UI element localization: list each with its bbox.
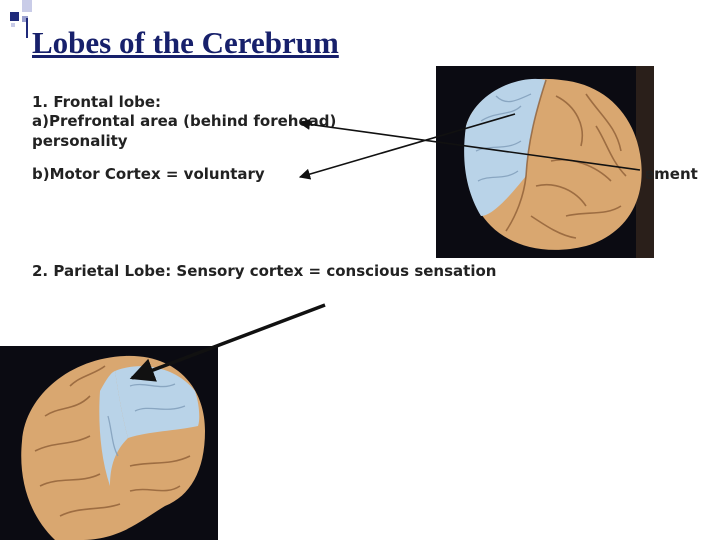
- decorative-square: [10, 12, 19, 21]
- decorative-square: [11, 23, 15, 27]
- frontal-lobe-heading: 1. Frontal lobe:: [32, 93, 162, 111]
- decorative-square: [22, 0, 32, 12]
- decorative-line: [26, 18, 28, 38]
- motor-cortex-text-continuation: ement: [646, 164, 720, 185]
- decorative-square: [22, 16, 28, 22]
- parietal-lobe-brain-image: [0, 346, 218, 540]
- motor-cortex-text: b)Motor Cortex = voluntary: [32, 165, 265, 183]
- motor-cortex-continuation-label: ement: [646, 165, 698, 183]
- parietal-lobe-text: 2. Parietal Lobe: Sensory cortex = consc…: [32, 262, 497, 280]
- slide-title: Lobes of the Cerebrum: [32, 25, 339, 60]
- personality-text: personality: [32, 132, 128, 150]
- prefrontal-area-text: a)Prefrontal area (behind forehead): [32, 112, 337, 130]
- frontal-lobe-brain-image: [436, 66, 654, 258]
